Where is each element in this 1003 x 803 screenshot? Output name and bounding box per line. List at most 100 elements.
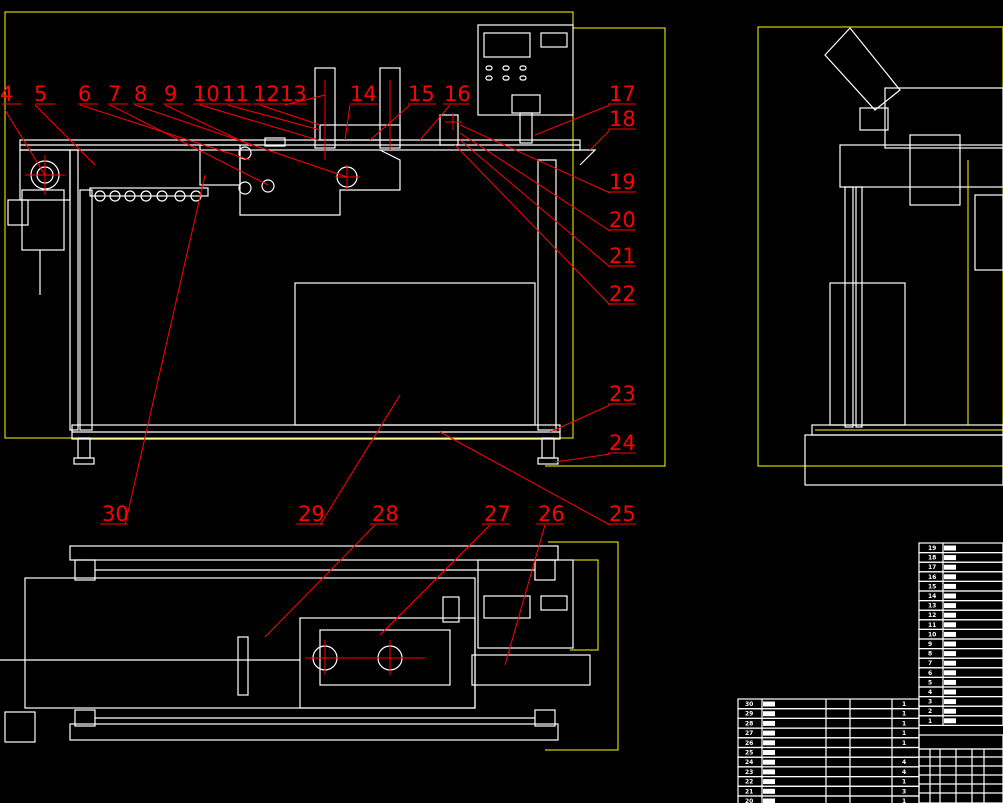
- bom-row: 18: [918, 551, 1003, 563]
- bom-item-number: 29: [745, 711, 753, 718]
- bom-row: 17: [918, 561, 1003, 573]
- bom-item-number: 7: [928, 660, 932, 667]
- callout-24: 24: [609, 431, 636, 455]
- bom-item-number: 9: [928, 641, 932, 648]
- callout-11: 11: [222, 82, 249, 106]
- bom-item-number: 3: [928, 699, 932, 706]
- bom-item-number: 20: [745, 798, 753, 803]
- bom-item-number: 14: [928, 593, 936, 600]
- bom-item-number: 5: [928, 679, 932, 686]
- bom-row: 4: [918, 686, 1003, 698]
- bom-item-number: 25: [745, 750, 753, 757]
- bom-quantity: 1: [902, 711, 906, 718]
- bom-row: 14: [918, 590, 1003, 602]
- bom-item-number: 6: [928, 670, 932, 677]
- bom-row: 1: [918, 715, 1003, 726]
- bom-row: 9: [918, 638, 1003, 650]
- bom-row: 7: [918, 657, 1003, 669]
- front-view: [7, 24, 597, 465]
- bom-quantity: 4: [902, 769, 906, 776]
- bom-item-number: 4: [928, 689, 932, 696]
- bom-row: 5: [918, 676, 1003, 688]
- callout-20: 20: [609, 208, 636, 232]
- bom-item-number: 22: [745, 779, 753, 786]
- bom-row: 29 1: [737, 708, 920, 720]
- callout-labels: 4 5 6 7 8 9 10 11 12 13 14 15 16 17 18 1…: [0, 82, 636, 526]
- bom-item-number: 18: [928, 555, 936, 562]
- bom-item-number: 16: [928, 574, 936, 581]
- top-center-marks: [305, 640, 425, 675]
- bom-row: 10: [918, 628, 1003, 640]
- bom-row: 16: [918, 571, 1003, 582]
- callout-29: 29: [298, 502, 325, 526]
- bom-row: 27 1: [737, 727, 920, 739]
- callout-21: 21: [609, 244, 636, 268]
- callout-30: 30: [102, 502, 129, 526]
- bom-row: 20 1: [737, 795, 920, 803]
- callout-9: 9: [164, 82, 177, 106]
- bom-row: 21 3: [737, 785, 920, 797]
- bom-row: 13: [918, 599, 1003, 611]
- callout-8: 8: [134, 82, 147, 106]
- callout-28: 28: [372, 502, 399, 526]
- bom-row: 3: [918, 695, 1003, 707]
- bom-item-number: 24: [745, 759, 753, 766]
- bom-quantity: 1: [902, 701, 906, 708]
- bom-item-number: 30: [745, 701, 753, 708]
- callout-4: 4: [0, 82, 13, 106]
- bom-table-right: 19 18 17 16 15 14 13 12 11 10 987 6 5 4 3 2 1: [918, 542, 1003, 803]
- bom-row: 6: [918, 667, 1003, 678]
- callout-7: 7: [108, 82, 121, 106]
- bom-item-number: 2: [928, 708, 932, 715]
- callout-underlines: [2, 103, 636, 525]
- bom-quantity: 1: [902, 798, 906, 803]
- side-view: [804, 27, 1003, 486]
- bom-item-number: 1: [928, 718, 932, 725]
- leader-lines: [2, 94, 636, 666]
- top-view: [0, 545, 591, 743]
- callout-26: 26: [538, 502, 565, 526]
- bom-row: 15: [918, 580, 1003, 592]
- callout-27: 27: [484, 502, 511, 526]
- bom-item-number: 12: [928, 612, 936, 619]
- bom-item-number: 26: [745, 740, 753, 747]
- bom-item-number: 15: [928, 583, 936, 590]
- callout-16: 16: [444, 82, 471, 106]
- bom-item-number: 13: [928, 603, 936, 610]
- callout-19: 19: [609, 170, 636, 194]
- bom-item-number: 27: [745, 730, 753, 737]
- callout-25: 25: [609, 502, 636, 526]
- bom-row: 25: [737, 746, 920, 758]
- bom-item-number: 21: [745, 788, 753, 795]
- bom-item-number: 23: [745, 769, 753, 776]
- bom-row: 23 4: [737, 766, 920, 778]
- bom-item-number: 19: [928, 545, 936, 552]
- bom-row: 11: [918, 619, 1003, 630]
- bom-row: 30 1: [737, 698, 920, 710]
- bom-row: 24 4: [737, 756, 920, 768]
- callout-23: 23: [609, 382, 636, 406]
- bom-row: 2: [918, 705, 1003, 717]
- callout-13: 13: [280, 82, 307, 106]
- center-marks: [25, 80, 462, 195]
- callout-15: 15: [408, 82, 435, 106]
- bom-quantity: 1: [902, 740, 906, 747]
- callout-10: 10: [193, 82, 220, 106]
- callout-22: 22: [609, 282, 636, 306]
- callout-6: 6: [78, 82, 91, 106]
- callout-5: 5: [34, 82, 47, 106]
- callout-14: 14: [350, 82, 377, 106]
- bom-row: 8: [918, 647, 1003, 659]
- bom-quantity: 3: [902, 788, 906, 795]
- bom-item-number: 11: [928, 622, 936, 629]
- bom-item-number: 17: [928, 564, 936, 571]
- bom-item-number: 10: [928, 631, 936, 638]
- bom-quantity: 1: [902, 730, 906, 737]
- bom-item-number: 28: [745, 720, 753, 727]
- bom-quantity: 4: [902, 759, 906, 766]
- callout-17: 17: [609, 82, 636, 106]
